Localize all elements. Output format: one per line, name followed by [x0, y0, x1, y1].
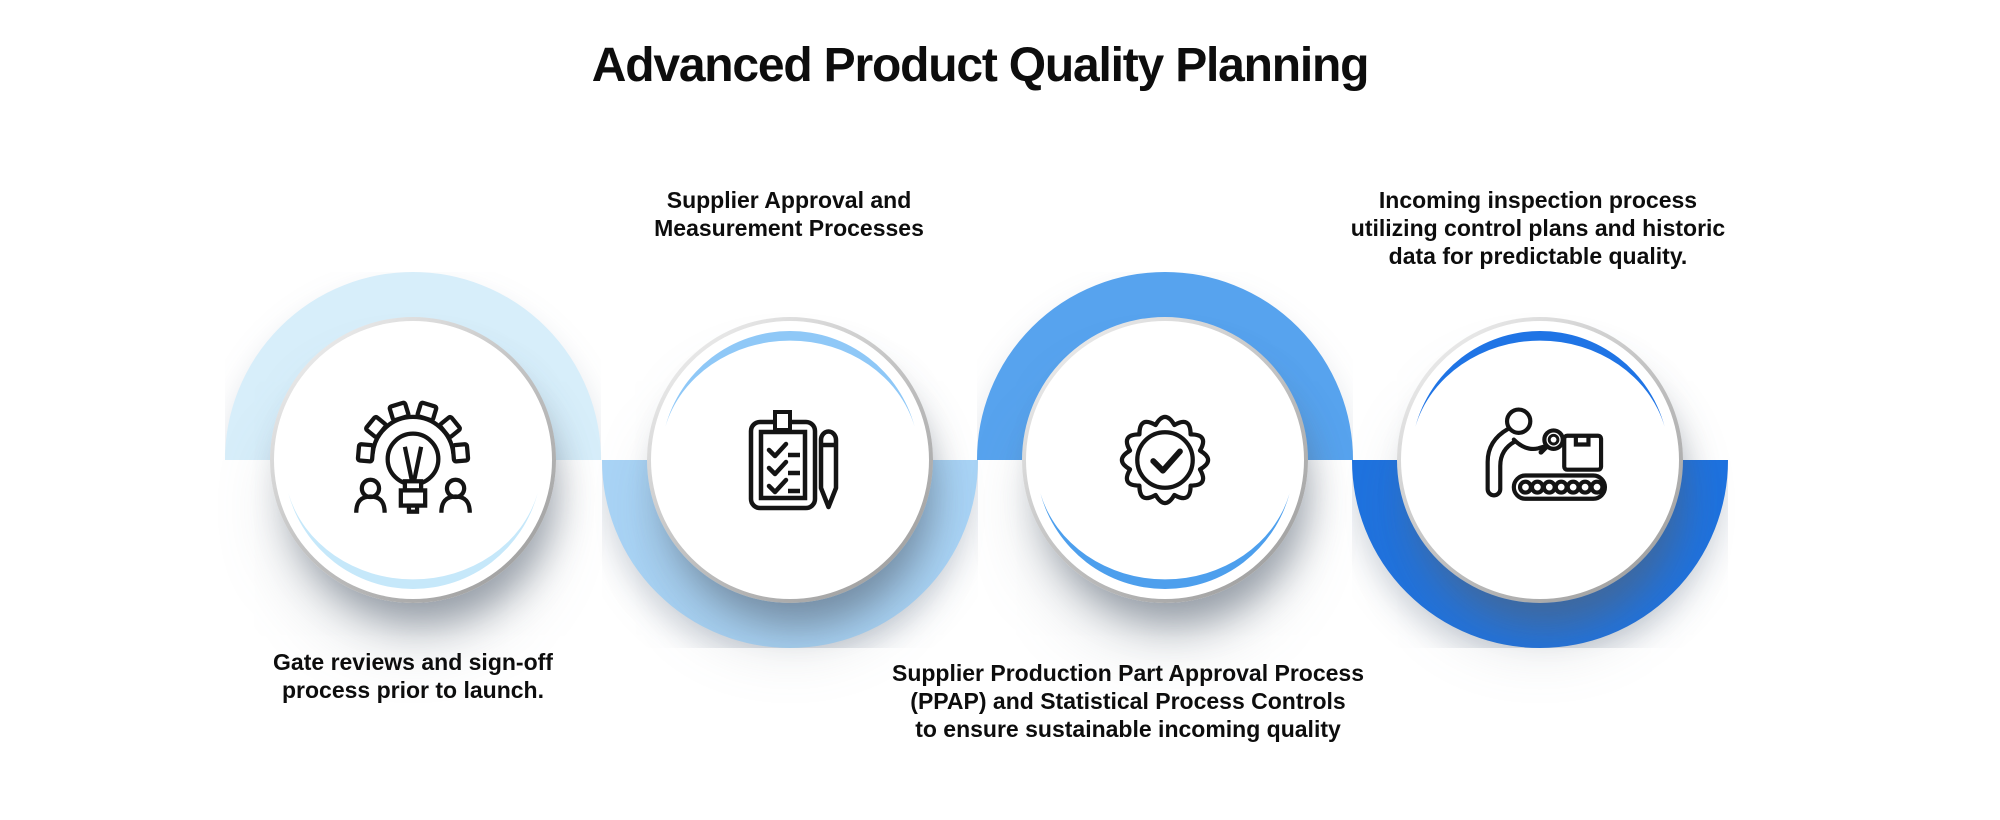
step1-accent-arc	[288, 493, 538, 589]
accent-crescent-top	[1415, 331, 1665, 427]
step-supplier-approval	[602, 272, 978, 648]
package-box-flap	[1573, 435, 1591, 447]
label-line: (PPAP) and Statistical Process Controls	[910, 688, 1346, 714]
checkmark	[766, 441, 789, 459]
gear-lightbulb-team-icon	[354, 400, 472, 514]
step4-accent-arc	[1415, 331, 1665, 427]
label-line: Supplier Production Part Approval Proces…	[891, 660, 1365, 686]
magnifier-lens-inner	[1547, 433, 1560, 446]
conveyor-roller	[1541, 479, 1557, 495]
label-line: to ensure sustainable incoming quality	[915, 716, 1341, 742]
gear-tooth	[364, 414, 388, 440]
step4-label: Incoming inspection process utilizing co…	[1351, 186, 1725, 270]
step-ppap-controls	[977, 272, 1353, 648]
page-title: Advanced Product Quality Planning	[591, 39, 1370, 92]
step-incoming-inspection	[1352, 272, 1728, 648]
inspector-head	[1504, 407, 1533, 435]
step2-accent-arc	[665, 331, 915, 427]
accent-crescent-bottom	[288, 493, 538, 589]
step3-accent-arc	[1040, 493, 1290, 589]
person-shoulders	[439, 494, 472, 513]
label-line: Incoming inspection process	[1378, 187, 1698, 213]
checkmark	[766, 459, 789, 477]
magnifier-handle	[1538, 444, 1550, 455]
conveyor-roller	[1553, 479, 1569, 495]
step2-label: Supplier Approval and Measurement Proces…	[654, 186, 924, 242]
lightbulb-base	[398, 488, 428, 508]
pen	[818, 429, 839, 510]
badge-inner-circle	[1135, 430, 1195, 490]
label-line: Measurement Processes	[654, 215, 924, 241]
accent-crescent-top	[665, 331, 915, 427]
conveyor-belt	[1511, 473, 1608, 501]
clipboard-checklist-pen-icon	[748, 410, 839, 511]
list-lines	[788, 452, 800, 494]
gear-tooth	[450, 442, 471, 464]
step4-circle	[1397, 317, 1683, 603]
gear-tooth	[415, 400, 439, 423]
badge-checkmark	[1150, 448, 1183, 474]
step3-circle	[1022, 317, 1308, 603]
inspection-conveyor-icon	[1485, 407, 1608, 501]
step2-circle	[647, 317, 933, 603]
lightbulb-tip	[406, 503, 420, 514]
lightbulb-filament	[402, 446, 424, 482]
gear-tooth	[438, 414, 462, 440]
checkmark	[766, 477, 789, 495]
accent-crescent-bottom	[1040, 493, 1290, 589]
conveyor-roller	[1529, 479, 1545, 495]
badge-rosette	[1119, 414, 1211, 506]
label-line: utilizing control plans and historic	[1350, 215, 1726, 241]
clipboard-clip	[773, 410, 792, 432]
step1-circle	[270, 317, 556, 603]
inspector-body	[1485, 426, 1517, 498]
gear-tooth	[355, 442, 376, 464]
conveyor-roller	[1577, 479, 1593, 495]
inspector-arm	[1511, 437, 1547, 451]
label-line: Supplier Approval and	[666, 187, 912, 213]
label-line: Gate reviews and sign-off	[273, 649, 553, 675]
conveyor-roller	[1589, 479, 1605, 495]
step1-label: Gate reviews and sign-off process prior …	[273, 648, 553, 704]
label-line: process prior to launch.	[282, 677, 544, 703]
gear-tooth	[387, 400, 411, 423]
certified-badge-check-icon	[1119, 414, 1211, 506]
step-gate-reviews	[225, 272, 601, 648]
label-line: data for predictable quality.	[1388, 243, 1688, 269]
person-shoulders	[354, 494, 387, 513]
conveyor-roller	[1565, 479, 1581, 495]
package-box	[1562, 433, 1604, 472]
conveyor-roller	[1517, 479, 1533, 495]
step3-label: Supplier Production Part Approval Proces…	[892, 659, 1364, 743]
